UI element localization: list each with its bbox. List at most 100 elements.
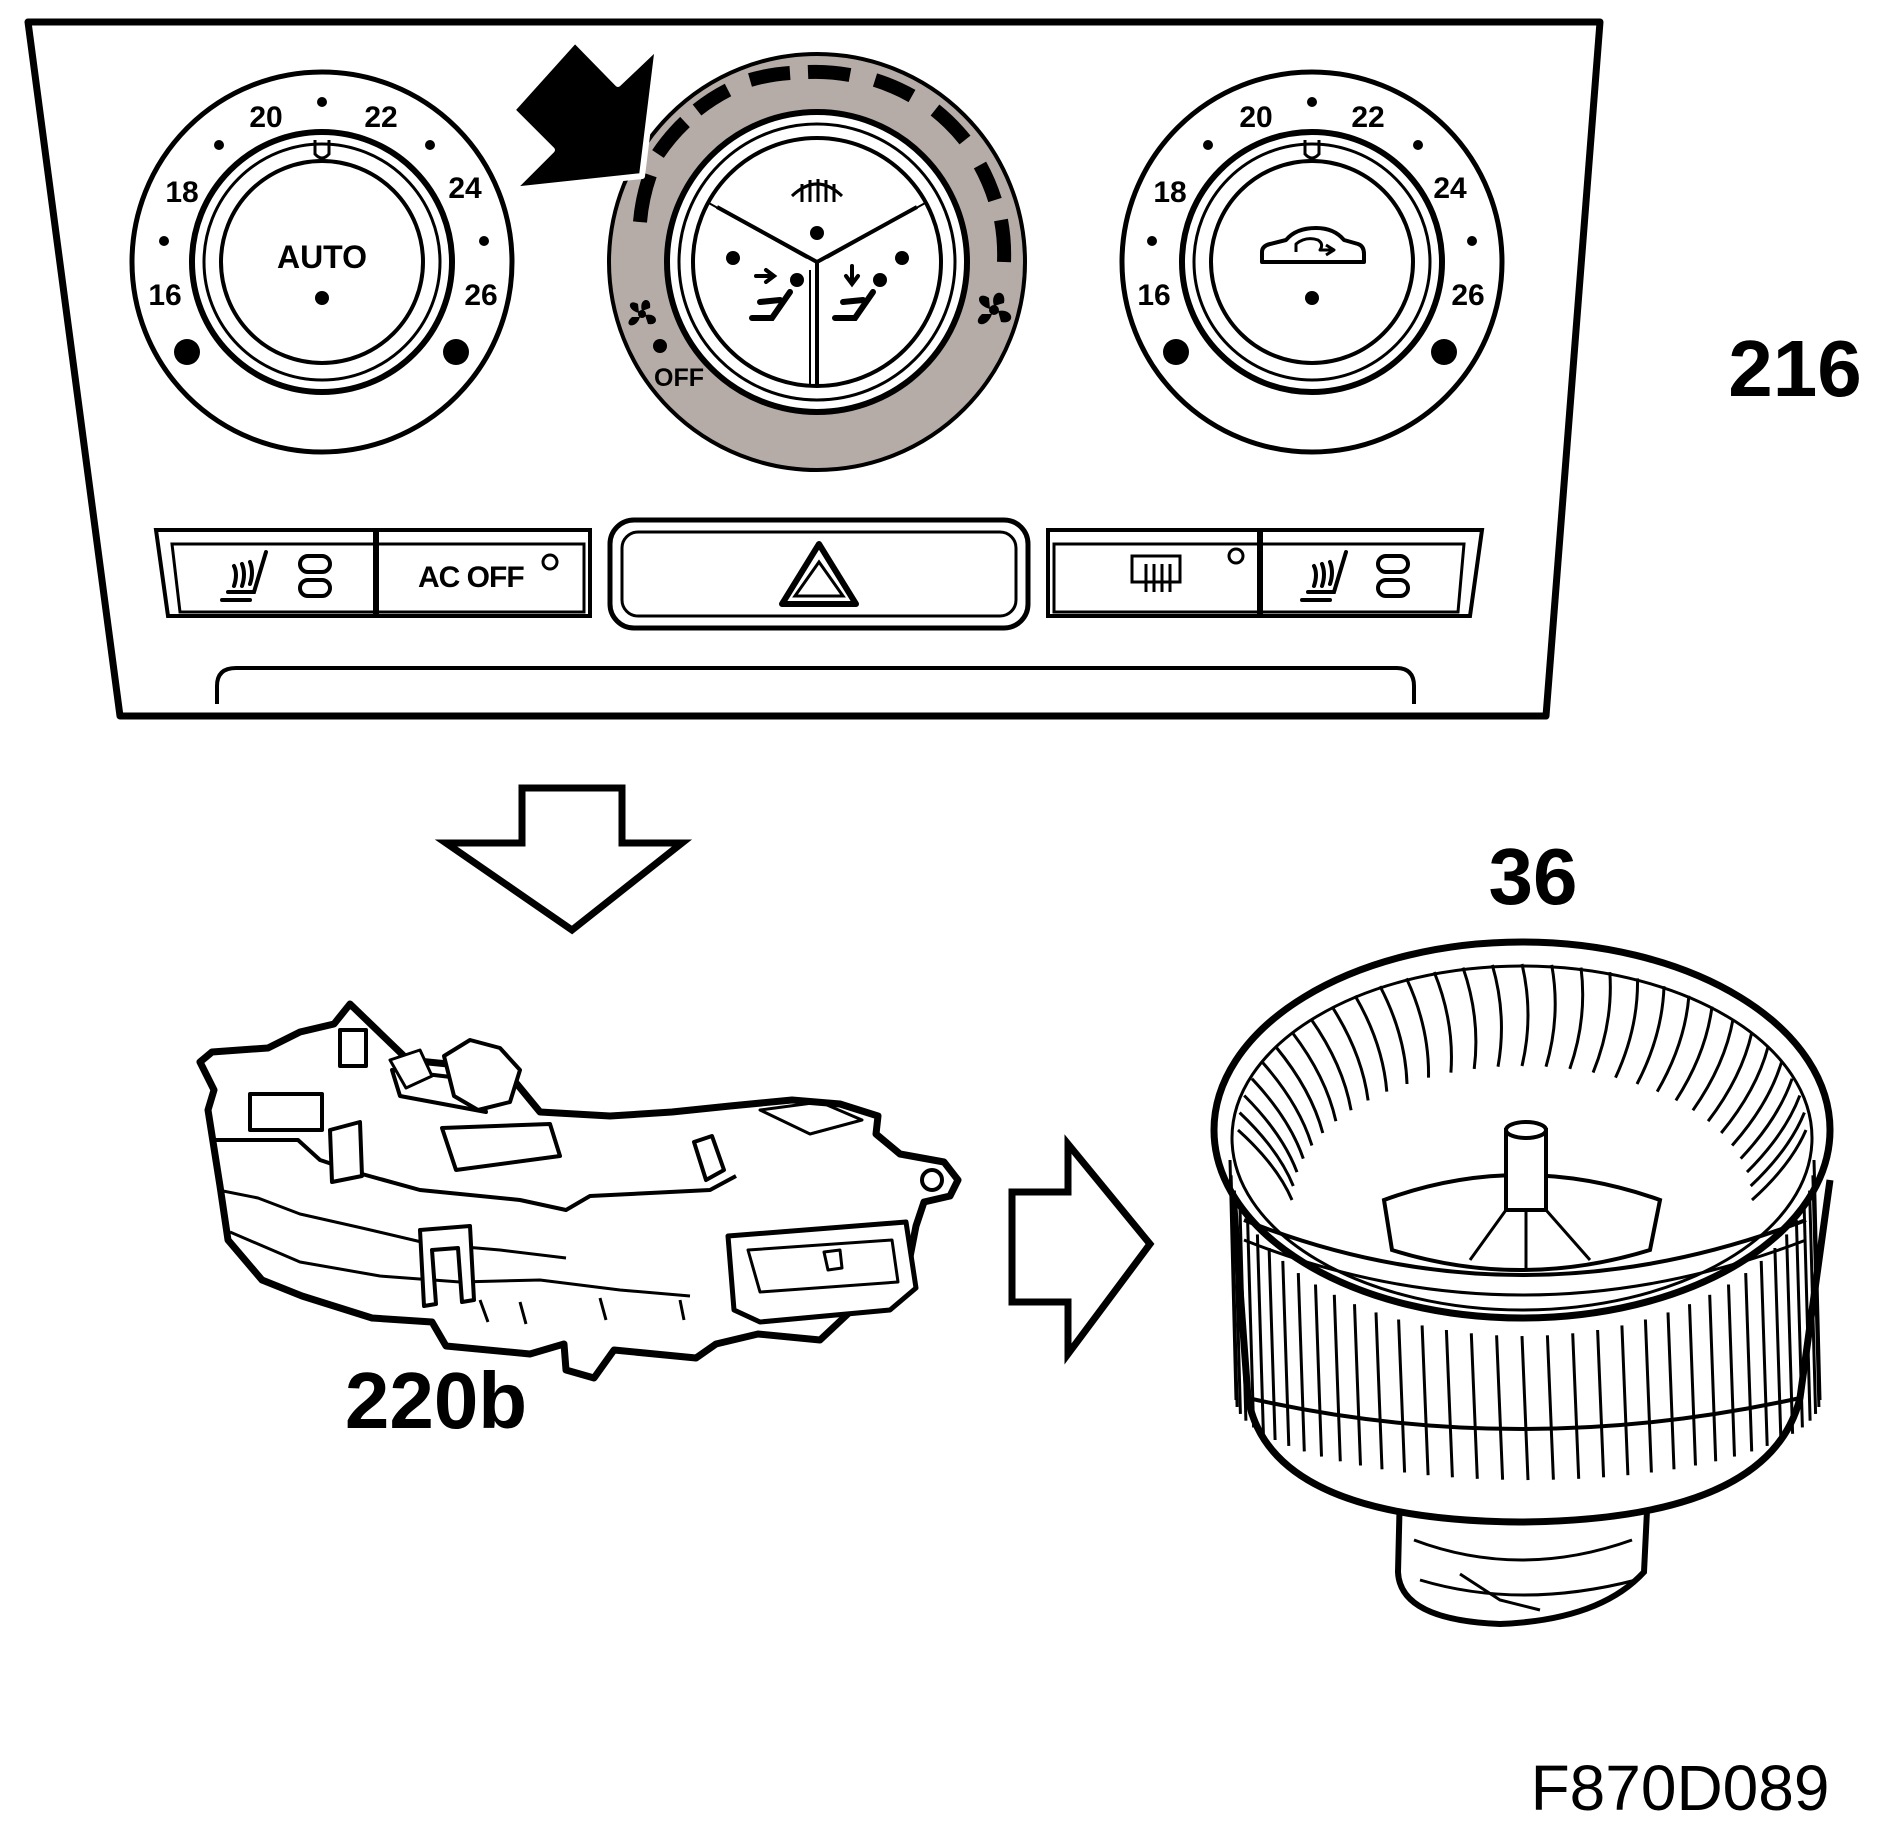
- right-dial-scale-22: 22: [1351, 101, 1384, 134]
- inner-blade-line: [1520, 963, 1530, 1067]
- blade-line: [1688, 1304, 1697, 1466]
- inner-blade-line: [1405, 977, 1431, 1078]
- blade-line: [1353, 1304, 1362, 1466]
- inner-blade-line: [1706, 1032, 1754, 1123]
- hazard-triangle-icon: [779, 541, 859, 607]
- blade-line: [1744, 1273, 1754, 1452]
- blade-line: [1232, 1190, 1242, 1414]
- inner-blade-line: [1635, 986, 1666, 1085]
- inner-blade-line: [1655, 995, 1691, 1093]
- floor-vent-icon: [832, 264, 887, 321]
- rear-defrost-button[interactable]: [1130, 547, 1245, 592]
- inner-blade-line: [1378, 985, 1409, 1085]
- blade-line: [1596, 1329, 1606, 1478]
- fan-low-icon: [628, 300, 656, 326]
- inner-blade-line: [1691, 1018, 1735, 1112]
- blade-line: [1808, 1190, 1818, 1414]
- fan-high-icon: [977, 292, 1012, 325]
- right-flow-arrow: [1008, 1134, 1155, 1365]
- blade-line: [1238, 1205, 1248, 1421]
- left-temperature-dial[interactable]: AUTO 16 18 20 22 24 26: [129, 69, 515, 455]
- right-dial-scale-16: 16: [1137, 279, 1170, 312]
- blade-line: [1281, 1260, 1291, 1446]
- inner-blade-line: [1236, 1128, 1294, 1201]
- inner-blade-line: [1544, 964, 1557, 1068]
- blade-line: [1246, 1220, 1256, 1428]
- inner-blade-line: [1749, 1112, 1806, 1188]
- blower-motor-label: 36: [1489, 832, 1578, 921]
- seat-heater-icon: [1300, 550, 1348, 602]
- highlight-pointer-arrow: [509, 37, 661, 193]
- blade-line: [1420, 1325, 1430, 1476]
- blade-line: [1229, 1175, 1239, 1408]
- blade-line: [1620, 1325, 1630, 1476]
- hazard-button[interactable]: [607, 517, 1031, 631]
- callout-216: 216: [1728, 324, 1861, 413]
- blade-line: [1444, 1329, 1454, 1478]
- rear-defrost-icon: [1130, 554, 1182, 592]
- seat-heater-icon: [220, 550, 268, 602]
- blade-line: [1545, 1335, 1555, 1480]
- blade-line: [1520, 1335, 1530, 1481]
- left-button-strip: [153, 528, 592, 618]
- inner-blade-line: [1309, 1018, 1353, 1111]
- inner-blade-line: [1745, 1094, 1802, 1174]
- blade-line: [1727, 1284, 1736, 1457]
- fan-off-label: OFF: [654, 364, 704, 392]
- inner-blade-line: [1432, 971, 1453, 1073]
- blade-line: [1785, 1234, 1795, 1434]
- inner-blade-line: [1291, 1031, 1338, 1122]
- defrost-icon: [790, 179, 844, 202]
- right-dial-scale-24: 24: [1433, 172, 1467, 205]
- blade-line: [1571, 1333, 1581, 1479]
- blade-line: [1759, 1260, 1769, 1446]
- blade-line: [1794, 1220, 1804, 1428]
- left-dial-scale-18: 18: [165, 176, 198, 209]
- recirculation-car-icon: [1260, 226, 1366, 264]
- left-dial-scale-24: 24: [448, 172, 482, 205]
- right-dial-scale-26: 26: [1451, 279, 1484, 312]
- blade-line: [1666, 1312, 1676, 1470]
- right-temperature-dial[interactable]: 16 18 20 22 24 26: [1119, 69, 1505, 455]
- right-button-strip: [1046, 528, 1485, 618]
- inner-blade-line: [1461, 967, 1478, 1070]
- blade-line: [1314, 1284, 1323, 1457]
- inner-blade-line: [1720, 1046, 1770, 1134]
- blower-control-module: [196, 1000, 962, 1382]
- blade-line: [1469, 1333, 1479, 1479]
- blade-line: [1708, 1294, 1718, 1462]
- blower-blades: [1228, 963, 1822, 1481]
- inner-blade-line: [1330, 1005, 1370, 1101]
- control-module-label: 220b: [345, 1356, 527, 1445]
- inner-blade-line: [1250, 1077, 1305, 1160]
- inner-blade-line: [1353, 994, 1389, 1092]
- blade-line: [1397, 1319, 1407, 1473]
- inner-blade-line: [1730, 1062, 1783, 1147]
- blade-line: [1495, 1335, 1505, 1480]
- right-seat-heater-button[interactable]: [1300, 550, 1410, 602]
- inner-blade-line: [1238, 1111, 1295, 1187]
- right-dial-scale-18: 18: [1153, 176, 1186, 209]
- blade-line: [1332, 1294, 1342, 1462]
- fan-speed-dial[interactable]: OFF: [607, 52, 1027, 472]
- left-dial-center-label: AUTO: [277, 239, 367, 275]
- ac-off-button[interactable]: AC OFF: [418, 553, 559, 594]
- blade-line: [1374, 1312, 1384, 1470]
- blower-motor: [1210, 938, 1834, 1628]
- inner-blade-line: [1490, 964, 1503, 1067]
- inner-blade-line: [1274, 1046, 1325, 1134]
- inner-blade-line: [1674, 1006, 1714, 1102]
- down-flow-arrow: [434, 784, 693, 935]
- blade-line: [1773, 1247, 1783, 1441]
- figure-id: F870D089: [1531, 1752, 1830, 1824]
- blade-line: [1802, 1205, 1812, 1421]
- left-dial-scale-20: 20: [249, 101, 282, 134]
- inner-blade-line: [1750, 1129, 1808, 1202]
- inner-blade-line: [1261, 1061, 1314, 1146]
- blade-line: [1296, 1273, 1306, 1452]
- inner-blade-line: [1568, 967, 1585, 1070]
- ac-off-label: AC OFF: [418, 561, 524, 594]
- left-dial-scale-22: 22: [364, 101, 397, 134]
- left-seat-heater-button[interactable]: [220, 550, 332, 602]
